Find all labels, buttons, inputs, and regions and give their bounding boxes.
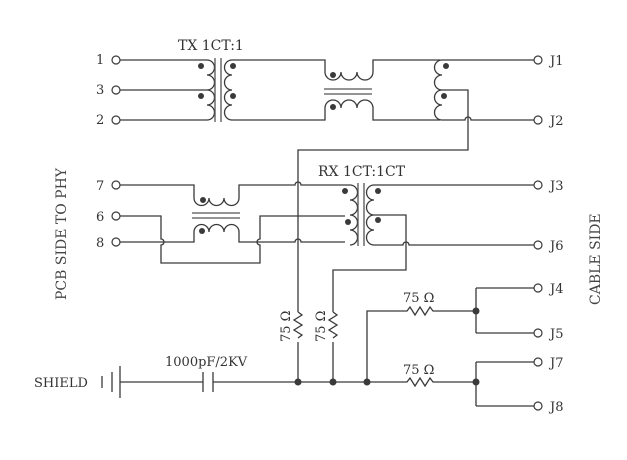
resistor-3	[366, 305, 476, 382]
J7-label: J7	[548, 356, 563, 371]
wire-pin6-center	[120, 215, 345, 264]
tx-primary-coil	[206, 59, 216, 121]
wire-rx-choke-top-out	[238, 181, 345, 198]
J6-label: J6	[548, 239, 563, 254]
pin-1-label: 1	[96, 53, 104, 68]
wire-choke-top-out	[372, 59, 440, 72]
J8-terminal	[533, 401, 543, 411]
pin-8-label: 8	[96, 236, 104, 251]
wire-rx-choke-bottom-out	[238, 232, 345, 243]
wire-tx-bottom	[237, 108, 326, 121]
J2-terminal	[533, 115, 543, 125]
pin-3-label: 3	[96, 83, 104, 98]
pin-6-label: 6	[96, 210, 104, 225]
tx-secondary-coil	[223, 59, 237, 121]
resistor-3-label: 75 Ω	[403, 291, 434, 306]
tx-transformer-label: TX 1CT:1	[178, 38, 244, 54]
resistor-2	[327, 311, 339, 339]
wire-tx-center-tap	[297, 89, 469, 382]
pin-7-terminal	[111, 180, 121, 190]
rx-primary-coil	[345, 184, 359, 246]
J5-label: J5	[548, 327, 563, 342]
wire-J6	[380, 241, 534, 246]
J8-label: J8	[548, 400, 563, 415]
resistor-1-label: 75 Ω	[279, 311, 294, 342]
rx-secondary-dot-2	[375, 217, 381, 223]
capacitor-label: 1000pF/2KV	[165, 355, 248, 370]
wire-J2	[445, 116, 534, 121]
junction-bus-3	[363, 378, 371, 386]
shield-label: SHIELD	[34, 376, 88, 391]
pin-2-terminal	[111, 115, 121, 125]
rx-choke-coil-top	[193, 197, 240, 207]
rx-primary-dot-1	[342, 188, 348, 194]
resistor-4-label: 75 Ω	[403, 363, 434, 378]
tx-choke-dot-top	[330, 72, 336, 78]
J4-terminal	[533, 283, 543, 293]
resistor-4	[367, 376, 476, 388]
tx-choke-coil-top	[324, 71, 374, 81]
rx-choke-coil-bottom	[193, 223, 240, 233]
J5-terminal	[533, 328, 543, 338]
tx-auto-dot-1	[443, 63, 449, 69]
rx-secondary-dot-1	[375, 188, 381, 194]
resistor-2-label: 75 Ω	[314, 311, 329, 342]
junction-bus-2	[329, 378, 337, 386]
tx-choke-dot-bottom	[330, 104, 336, 110]
wire-J7-J8	[475, 361, 534, 407]
wire-pin7	[120, 184, 195, 198]
pin-6-terminal	[111, 211, 121, 221]
J6-terminal	[533, 240, 543, 250]
rx-choke-dot-bottom	[199, 228, 205, 234]
junction-J7-J8	[472, 378, 480, 386]
pin-8-terminal	[111, 237, 121, 247]
junction-J4-J5	[472, 307, 480, 315]
tx-secondary-dot-2	[230, 93, 236, 99]
J3-label: J3	[548, 179, 563, 194]
tx-primary-dot-1	[198, 63, 204, 69]
J1-terminal	[533, 55, 543, 65]
wire-tx-top	[237, 59, 326, 72]
cable-side-label: CABLE SIDE	[588, 213, 604, 305]
junction-bus-1	[294, 378, 302, 386]
rx-primary-dot-2	[345, 219, 351, 225]
J1-label: J1	[548, 54, 563, 69]
pin-2-label: 2	[96, 113, 104, 128]
J7-terminal	[533, 357, 543, 367]
wire-pin8	[120, 232, 195, 243]
tx-primary-dot-2	[198, 93, 204, 99]
wire-rx-center-tap	[332, 214, 407, 382]
J4-label: J4	[548, 282, 563, 297]
J2-label: J2	[548, 114, 563, 129]
tx-secondary-dot-1	[230, 63, 236, 69]
tx-auto-dot-2	[441, 93, 447, 99]
pin-1-terminal	[111, 55, 121, 65]
J3-terminal	[533, 180, 543, 190]
tx-choke-coil-bottom	[324, 99, 374, 109]
wire-choke-bottom-out	[372, 108, 440, 121]
pin-3-terminal	[111, 85, 121, 95]
rx-transformer-label: RX 1CT:1CT	[318, 164, 406, 180]
resistor-1	[292, 311, 304, 339]
pcb-side-label: PCB SIDE TO PHY	[54, 167, 70, 300]
rx-choke-dot-top	[200, 197, 206, 203]
wire-J4-J5	[475, 287, 534, 334]
pin-7-label: 7	[96, 179, 104, 194]
